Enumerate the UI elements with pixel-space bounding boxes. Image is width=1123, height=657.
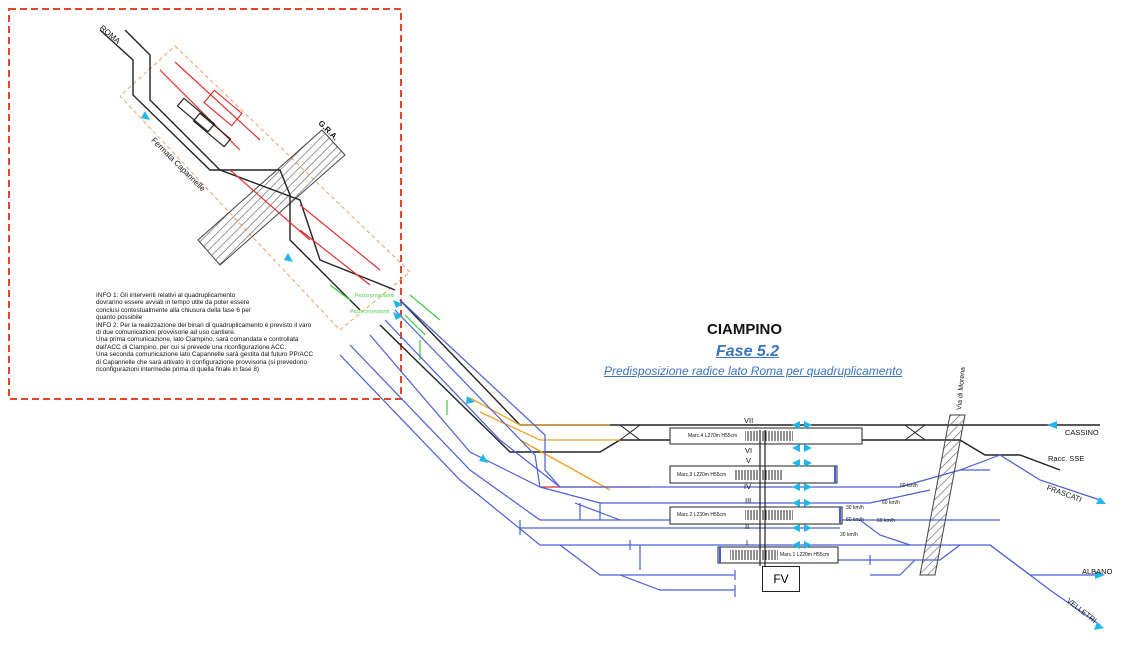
speed-label: 60 km/h [846, 517, 864, 523]
gra-road [197, 129, 346, 266]
inset-frame [8, 8, 402, 400]
fv-building: FV [762, 566, 800, 592]
info-notes: INFO 1: Gli interventi relativi al quadr… [96, 292, 314, 374]
track-label-iii: III [745, 496, 752, 505]
platform-label-4: Marc.4 L270m H55cm [688, 433, 738, 439]
green-piece-label: Pezzo provvisorio [355, 293, 395, 299]
arrow-icon [479, 454, 488, 463]
arrow-icon [466, 396, 475, 404]
track-label-i: I [746, 538, 749, 547]
speed-label: 60 km/h [877, 518, 895, 524]
arrow-icon [393, 312, 403, 320]
track-label-iv: IV [744, 482, 752, 491]
arrow-icon [141, 111, 150, 120]
arrow-icon [284, 253, 293, 262]
speed-label: 60 km/h [882, 500, 900, 506]
label-racc-sse: Racc. SSE [1048, 454, 1085, 463]
diamond-crossings [619, 424, 926, 441]
phase-title: Fase 5.2 [716, 343, 780, 360]
arrow-icon [1047, 421, 1057, 429]
track-label-v: V [746, 456, 752, 465]
via-morena-road [919, 414, 966, 576]
platform-label-2: Marc.2 L230m H55cm [677, 512, 727, 518]
platform-label-3: Marc.3 L220m H55cm [677, 472, 727, 478]
track-label-vi: VI [745, 446, 753, 455]
platform-label-1: Marc.1 L220m H55cm [780, 552, 830, 558]
arrow-icon [1094, 622, 1104, 630]
speed-label: 30 km/h [846, 505, 864, 511]
arrow-icon [393, 300, 403, 308]
phase-subtitle: Predisposizione radice lato Roma per qua… [604, 364, 903, 378]
track-label-vii: VII [744, 416, 754, 425]
speed-label: 60 km/h [900, 483, 918, 489]
arrow-icon [1096, 497, 1106, 504]
speed-label: 30 km/h [840, 532, 858, 538]
green-piece-label: Pezzo provvisorio [350, 309, 390, 315]
station-title: CIAMPINO [707, 321, 782, 338]
orange-tracks [469, 397, 620, 491]
label-cassino: CASSINO [1065, 428, 1099, 437]
arrow-icon [1095, 571, 1105, 579]
fermata-platforms [176, 97, 232, 148]
track-label-ii: II [745, 522, 750, 531]
station-arrow-pairs [792, 421, 812, 549]
label-albano: ALBANO [1082, 567, 1113, 576]
station-platforms [669, 427, 863, 566]
work-area-outline [119, 45, 411, 331]
